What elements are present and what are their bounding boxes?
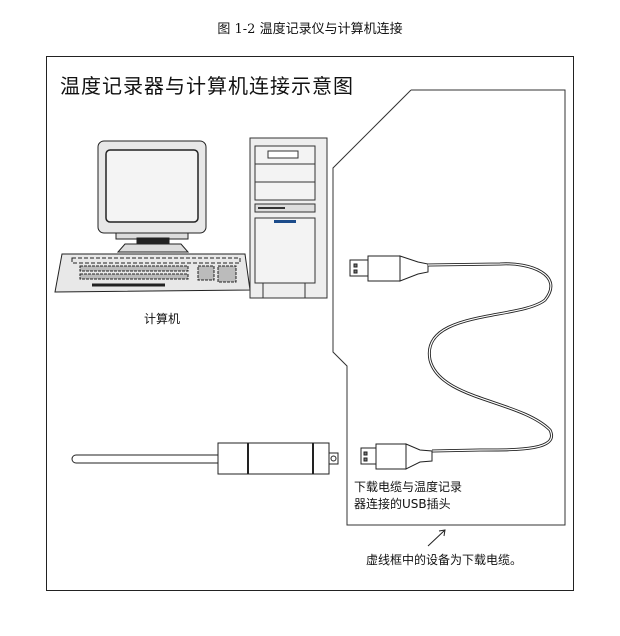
cable-enclosure-outline — [332, 89, 566, 526]
usb-cable-icon — [349, 255, 554, 470]
figure-caption: 图 1-2 温度记录仪与计算机连接 — [217, 22, 403, 37]
computer-label: 计算机 — [144, 312, 181, 326]
cable-note: 虚线框中的设备为下载电缆。 — [366, 553, 523, 567]
usb-plug-label-line1: 下载电缆与温度记录 — [354, 480, 463, 494]
keyboard-icon — [54, 253, 251, 293]
pc-tower-icon — [249, 137, 328, 299]
monitor-icon — [97, 140, 207, 253]
arrowhead-icon — [438, 529, 446, 537]
temperature-recorder-icon — [71, 442, 339, 475]
diagram-title: 温度记录器与计算机连接示意图 — [60, 74, 354, 98]
note-arrow-icon — [427, 529, 446, 547]
usb-plug-label-line2: 器连接的USB插头 — [354, 497, 451, 511]
diagram-frame — [46, 56, 574, 591]
